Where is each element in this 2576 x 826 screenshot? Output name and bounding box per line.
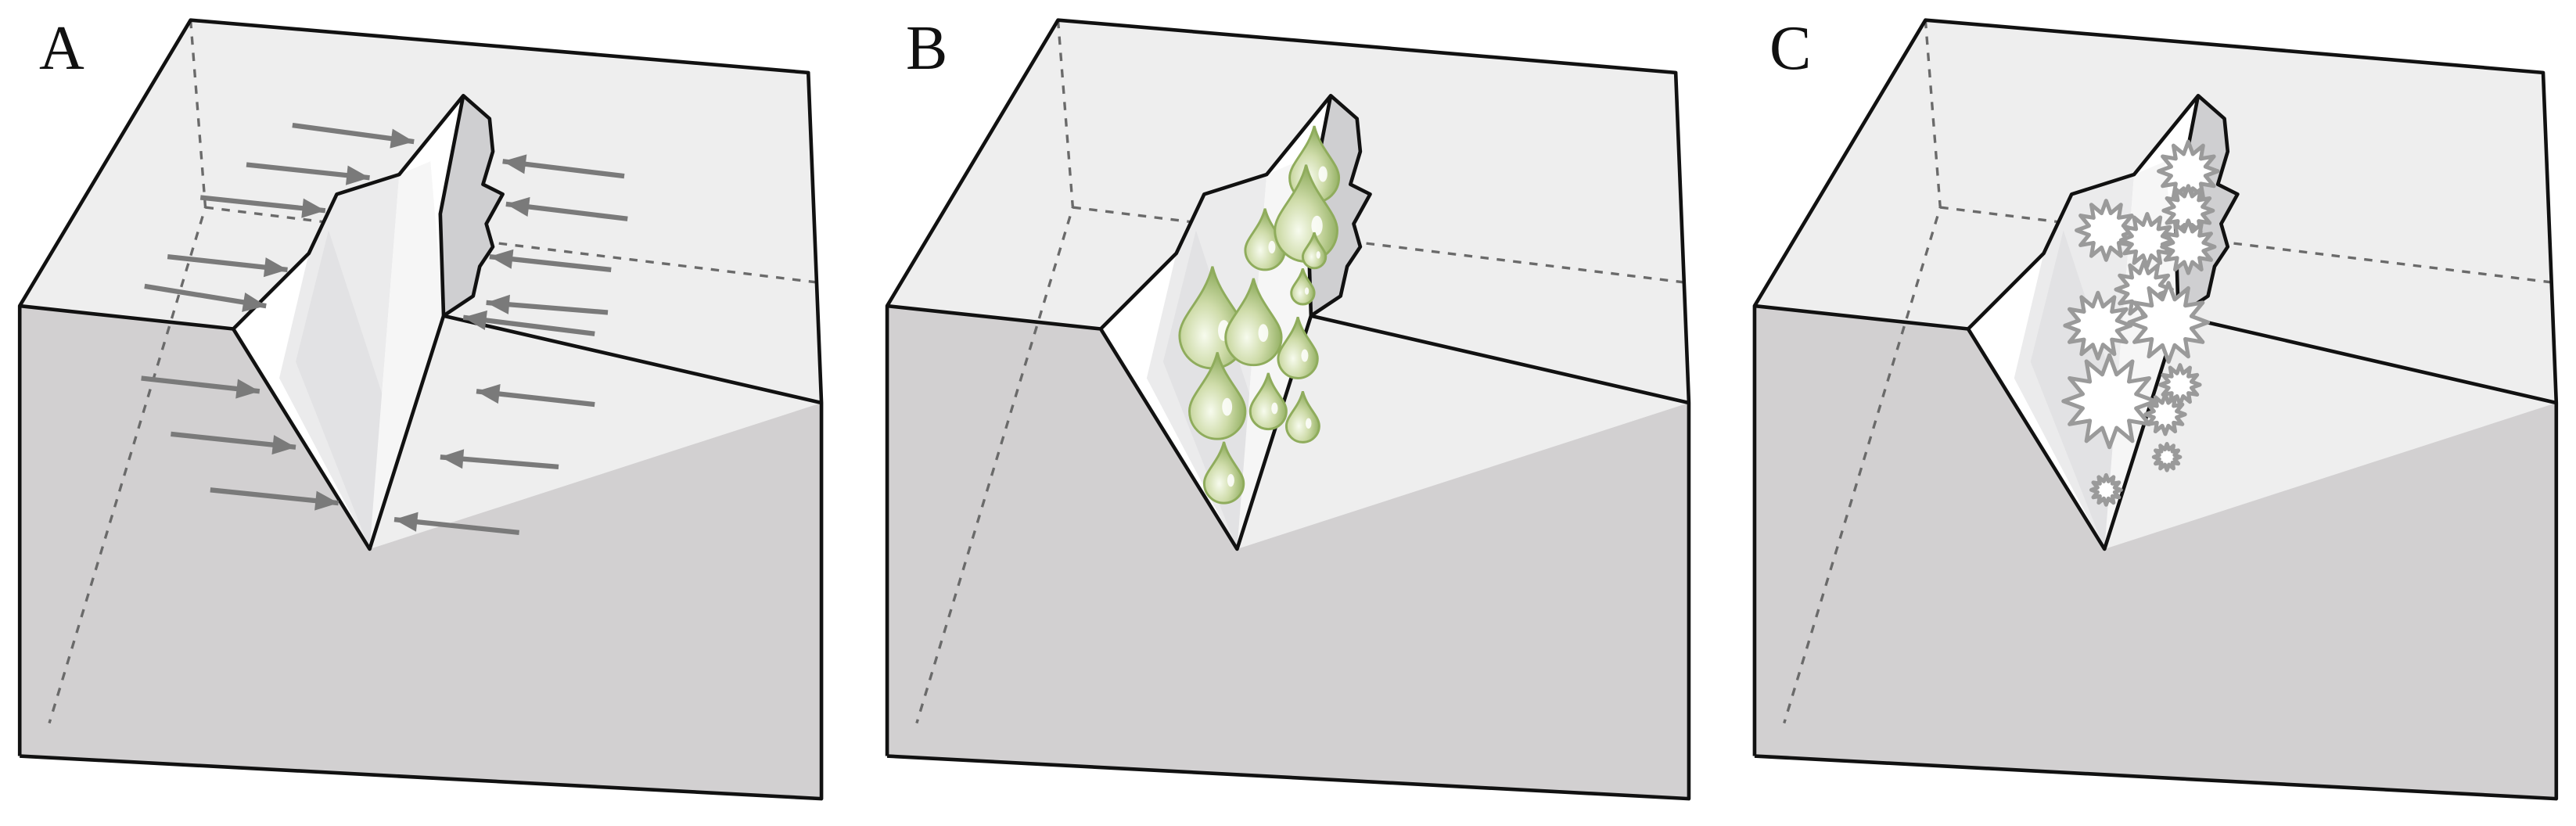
droplet-body	[1277, 316, 1319, 379]
arrow-head	[390, 128, 415, 149]
arrow-icon	[199, 195, 326, 218]
burst-icon	[2151, 441, 2183, 472]
burst-icon	[2118, 211, 2175, 269]
block-panel-c	[1752, 18, 2559, 801]
arrow-icon	[393, 512, 519, 536]
arrow-icon	[167, 253, 288, 278]
arrow-icon	[144, 283, 267, 312]
droplet-highlight	[1271, 402, 1278, 415]
water-droplet-icon	[1188, 352, 1247, 440]
arrow-head	[476, 384, 501, 404]
arrow-head	[314, 490, 339, 511]
block-panel-b	[885, 18, 1691, 801]
crack-outline	[1967, 93, 2240, 331]
droplet-highlight	[1304, 287, 1310, 295]
front-face	[1754, 306, 2556, 799]
arrow-head	[463, 310, 487, 330]
water-droplet-icon	[1301, 232, 1328, 270]
droplet-highlight	[1311, 215, 1323, 236]
arrow-icon	[246, 162, 370, 185]
arrow-icon	[505, 196, 628, 221]
burst-icon	[2157, 139, 2220, 203]
droplet-highlight	[1316, 251, 1320, 259]
crack-shade	[296, 230, 388, 549]
burst-icon	[2158, 363, 2202, 407]
arrow-head	[263, 257, 288, 278]
crack-outline	[438, 95, 465, 316]
water-droplet-icon	[1277, 316, 1319, 379]
crack-outline	[232, 93, 505, 331]
crack-shade	[440, 95, 503, 316]
crack-shade	[2030, 230, 2123, 549]
hidden-edge	[1940, 206, 2557, 285]
droplet-highlight	[1318, 166, 1328, 182]
burst-icon	[2143, 392, 2187, 436]
panel-label-b: B	[906, 14, 948, 83]
droplet-highlight	[1305, 418, 1312, 429]
panel-label-a: A	[39, 14, 84, 83]
droplet-highlight	[1222, 397, 1233, 416]
droplet-highlight	[1258, 324, 1269, 343]
burst-icon	[2127, 281, 2211, 365]
crack-shade	[369, 161, 444, 549]
droplet-body	[1224, 278, 1283, 367]
burst-icon	[2089, 472, 2123, 507]
burst-icon	[2063, 290, 2133, 361]
burst-icon	[2160, 218, 2217, 275]
arrow-head	[440, 449, 465, 469]
arrow-head	[271, 435, 296, 455]
arrow-icon	[502, 154, 625, 179]
water-droplet-icon	[1284, 390, 1320, 444]
water-droplet-icon	[1248, 372, 1288, 430]
droplet-body	[1202, 441, 1245, 505]
droplet-highlight	[1227, 474, 1234, 487]
front-face	[887, 306, 1689, 799]
arrow-icon	[171, 431, 296, 455]
hidden-edge	[48, 20, 207, 724]
arrow-head	[301, 198, 325, 218]
arrow-icon	[210, 487, 339, 511]
arrow-icon	[440, 449, 559, 470]
crack-outline	[1099, 93, 1372, 331]
block-outline	[886, 303, 1690, 551]
droplet-highlight	[1268, 240, 1276, 253]
water-droplet-icon	[1224, 278, 1283, 367]
arrow-head	[486, 294, 510, 314]
front-face	[20, 306, 822, 799]
droplet-body	[1290, 268, 1316, 306]
arrow-head	[345, 165, 370, 185]
arrow-icon	[141, 375, 260, 399]
arrow-icon	[486, 294, 609, 315]
arrow-head	[505, 196, 530, 217]
burst-icon	[2061, 353, 2157, 450]
droplet-highlight	[1301, 349, 1309, 362]
block-outline	[19, 303, 822, 551]
water-droplet-icon	[1290, 268, 1316, 306]
burst-icon	[2075, 199, 2138, 262]
arrow-head	[394, 512, 419, 532]
arrow-icon	[476, 384, 595, 408]
arrow-head	[502, 154, 527, 174]
arrow-icon	[462, 310, 595, 336]
droplet-body	[1248, 372, 1288, 430]
arrow-icon	[489, 249, 612, 273]
droplet-body	[1284, 390, 1320, 444]
arrow-icon	[292, 122, 415, 149]
droplet-body	[1301, 232, 1328, 270]
arrow-head	[489, 249, 514, 269]
droplet-body	[1188, 352, 1247, 440]
hidden-edge	[205, 206, 822, 285]
arrow-head	[242, 292, 267, 312]
block-panel-a	[17, 18, 824, 801]
block-outline	[1754, 303, 2557, 551]
water-droplet-icon	[1202, 441, 1245, 505]
arrow-head	[235, 379, 260, 399]
hidden-edge	[1072, 206, 1690, 285]
panel-label-c: C	[1769, 14, 1812, 83]
